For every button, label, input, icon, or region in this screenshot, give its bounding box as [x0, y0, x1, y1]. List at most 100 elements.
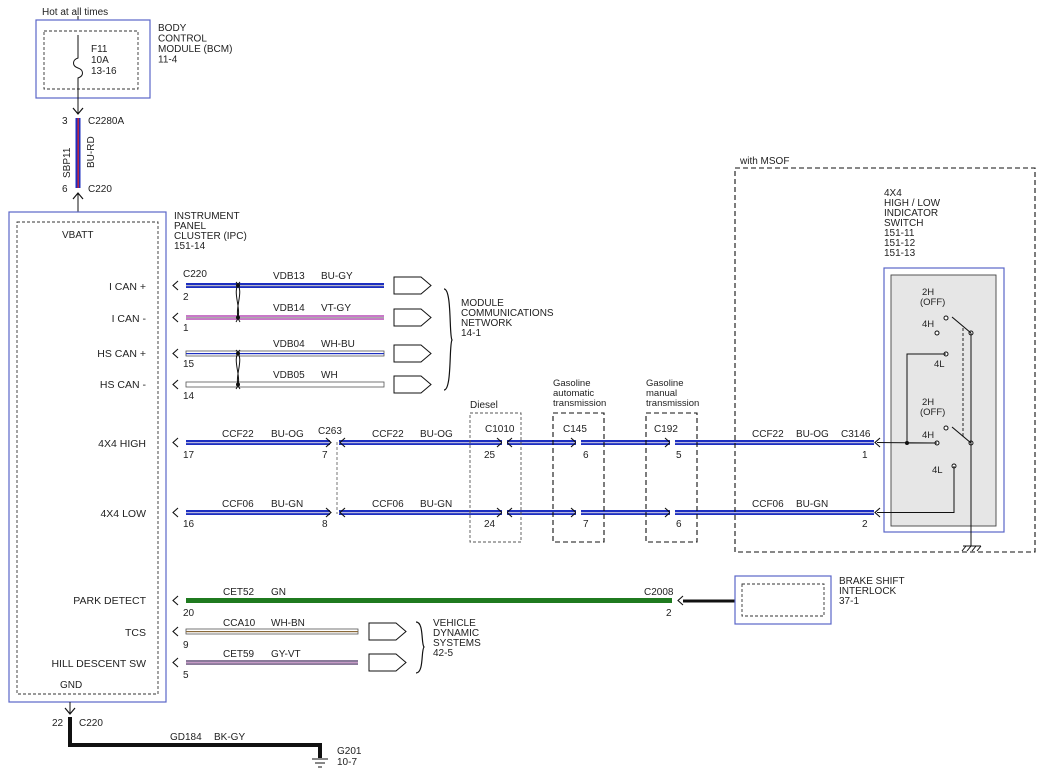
wire-ccf06-stripe — [186, 512, 874, 514]
pin-5-hill: 5 — [183, 670, 189, 681]
signal-4x4-low: 4X4 LOW — [100, 508, 146, 520]
c2008-label: C2008 — [644, 587, 674, 598]
network-connector-arrows — [172, 280, 179, 390]
c2280a-connector-icon — [72, 107, 84, 115]
pin-7-c145: 7 — [583, 519, 589, 530]
signal-ican-minus: I CAN - — [112, 313, 147, 325]
pin-22: 22 — [52, 718, 64, 729]
pin-25: 25 — [484, 450, 496, 461]
vdb14-label: VDB14 — [273, 303, 305, 314]
park-to-brake-wire — [683, 599, 735, 603]
hill-connector-arrow — [172, 657, 179, 668]
msof-label: with MSOF — [739, 156, 789, 167]
c263-label: C263 — [318, 426, 342, 437]
pin-6: 6 — [62, 184, 68, 195]
switch-ground-icon — [961, 545, 982, 552]
vdb04-label: VDB04 — [273, 339, 305, 350]
ipc-inner-dashed — [16, 221, 159, 695]
c220-top-label: C220 — [88, 184, 112, 195]
c3146-label: C3146 — [841, 429, 871, 440]
c192-label: C192 — [654, 424, 678, 435]
ipc-box — [8, 211, 167, 703]
diesel-label: Diesel — [470, 400, 498, 411]
bu-gn-label-3: BU-GN — [796, 499, 828, 510]
c145-gap — [576, 438, 581, 518]
switch-pos-4l-lower: 4L — [932, 465, 943, 476]
gas-man-dashed-box — [645, 412, 698, 543]
wire-vdb14-stripe — [186, 317, 384, 319]
pin-16: 16 — [183, 519, 195, 530]
wire-vdb04-stripe — [186, 353, 384, 355]
splice-dot — [236, 351, 240, 356]
gas-auto-dashed-box — [552, 412, 605, 543]
gn-label: GN — [271, 587, 286, 598]
vdb05-label: VDB05 — [273, 370, 305, 381]
signal-ican-plus: I CAN + — [109, 281, 146, 293]
ccf06-label-1: CCF06 — [222, 499, 254, 510]
splice-dot — [236, 315, 240, 320]
ccf22-label-1: CCF22 — [222, 429, 254, 440]
switch-blade-upper — [951, 316, 972, 334]
switch-low-lead — [877, 466, 955, 513]
vbatt-label: VBATT — [62, 230, 93, 241]
cet59-label: CET59 — [223, 649, 255, 660]
wire-gd184 — [68, 717, 322, 758]
bu-rd-label: BU-RD — [86, 136, 97, 168]
c220-ground-label: C220 — [79, 718, 103, 729]
mcn-brace-icon — [443, 288, 453, 391]
signal-hscan-minus: HS CAN - — [100, 379, 147, 391]
c220-ground-connector-icon — [64, 707, 76, 715]
switch-pos-2h-upper: 2H(OFF) — [920, 287, 945, 308]
cet52-label: CET52 — [223, 587, 255, 598]
pin-6-c145: 6 — [583, 450, 589, 461]
4x4-wires — [186, 440, 874, 515]
ccf22-label-2: CCF22 — [372, 429, 404, 440]
signal-hscan-plus: HS CAN + — [97, 348, 146, 360]
splice-dot — [905, 441, 909, 445]
gy-vt-label: GY-VT — [271, 649, 301, 660]
wire-cca10-stripe — [186, 631, 358, 633]
vds-plug-icons — [368, 622, 407, 672]
wire-vdb05 — [185, 381, 385, 388]
wire-cet52 — [186, 598, 672, 603]
switch-pos-4h-upper: 4H — [922, 319, 934, 330]
c2008-connector-arrow — [677, 595, 684, 606]
pin-5-c192: 5 — [676, 450, 682, 461]
ccf06-label-2: CCF06 — [372, 499, 404, 510]
msof-dashed-box — [734, 167, 1036, 553]
vt-gy-label: VT-GY — [321, 303, 351, 314]
ccf06-label-3: CCF06 — [752, 499, 784, 510]
wh-bu-label: WH-BU — [321, 339, 355, 350]
bu-gn-label-2: BU-GN — [420, 499, 452, 510]
splice-dot — [236, 283, 240, 288]
pin-8: 8 — [322, 519, 328, 530]
pin-3: 3 — [62, 116, 68, 127]
pin-2-c3146: 2 — [862, 519, 868, 530]
signal-tcs: TCS — [125, 627, 146, 639]
bcm-box — [35, 19, 151, 99]
sbp11-label: SBP11 — [62, 147, 73, 178]
c192-gap — [670, 438, 675, 518]
network-plug-icons — [393, 276, 432, 394]
wh-label: WH — [321, 370, 338, 381]
sbp11-wire-stripe — [77, 118, 79, 188]
signal-hill-descent: HILL DESCENT SW — [51, 658, 146, 670]
pin-20: 20 — [183, 608, 195, 619]
pin-2-c2008: 2 — [666, 608, 672, 619]
switch-pos-4l-upper: 4L — [934, 359, 945, 370]
bu-og-label-2: BU-OG — [420, 429, 453, 440]
c145-label: C145 — [563, 424, 587, 435]
splice-dot — [236, 382, 240, 387]
gnd-label: GND — [60, 680, 82, 691]
c1010-label: C1010 — [485, 424, 515, 435]
brake-shift-inner — [741, 583, 825, 617]
